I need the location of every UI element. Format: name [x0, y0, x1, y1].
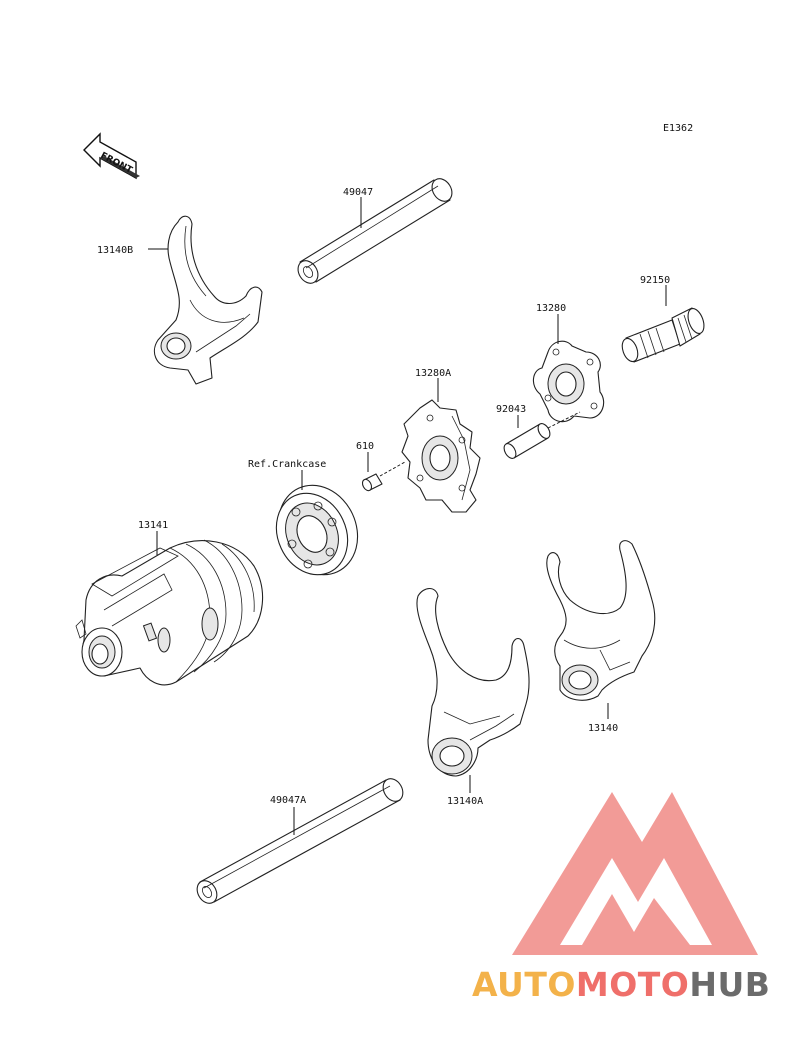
watermark-text: AUTOMOTOHUB: [472, 965, 770, 1004]
label-13140a: 13140A: [447, 796, 483, 807]
diagram-code: E1362: [663, 123, 693, 134]
fork-13140: [546, 540, 656, 701]
label-92043: 92043: [496, 404, 526, 415]
label-13141: 13141: [138, 520, 168, 531]
watermark-logo: AUTOMOTOHUB: [472, 792, 770, 1004]
watermark-moto: MOTO: [576, 965, 689, 1004]
shaft-49047a: [196, 778, 404, 904]
watermark-hub: HUB: [689, 965, 770, 1004]
bolt-92150: [621, 307, 705, 363]
front-arrow-icon: FRONT: [83, 132, 140, 180]
label-49047: 49047: [343, 187, 373, 198]
drum-13141: [75, 539, 264, 686]
label-ref-crankcase: Ref.Crankcase: [248, 459, 326, 470]
cam-13280a: [401, 399, 481, 513]
label-49047a: 49047A: [270, 795, 306, 806]
fork-13140a: [416, 587, 530, 777]
label-13280a: 13280A: [415, 368, 451, 379]
bearing-ref-crankcase: [275, 484, 359, 576]
plate-13280: [532, 340, 605, 423]
label-13140b: 13140B: [97, 245, 133, 256]
label-13280: 13280: [536, 303, 566, 314]
fork-13140b: [153, 215, 263, 385]
watermark-auto: AUTO: [472, 965, 576, 1004]
pin-92043: [503, 423, 551, 459]
shaft-49047: [297, 178, 453, 284]
label-13140: 13140: [588, 723, 618, 734]
label-92150: 92150: [640, 275, 670, 286]
label-610: 610: [356, 441, 374, 452]
pin-610: [361, 473, 383, 492]
